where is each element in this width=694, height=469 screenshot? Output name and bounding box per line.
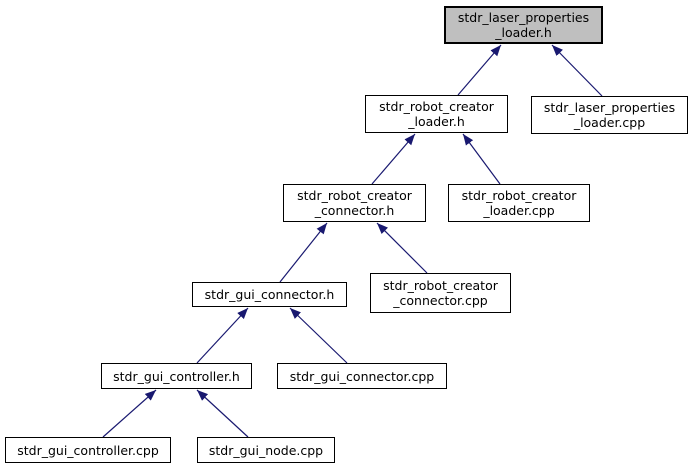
graph-node-stdr_robot_creator_loader_cpp[interactable]: stdr_robot_creator_loader.cpp bbox=[448, 184, 590, 222]
graph-node-label: _connector.h bbox=[314, 203, 395, 218]
include-edge-stdr_robot_creator_connector_cpp-to-stdr_robot_creator_connector_h bbox=[376, 222, 428, 274]
include-edge-stdr_gui_node_cpp-to-stdr_gui_controller_h bbox=[196, 389, 249, 438]
graph-node-label: stdr_gui_connector.cpp bbox=[289, 368, 435, 384]
graph-node-stdr_gui_controller_h[interactable]: stdr_gui_controller.h bbox=[101, 363, 252, 389]
graph-node-stdr_robot_creator_connector_cpp[interactable]: stdr_robot_creator_connector.cpp bbox=[370, 273, 511, 313]
graph-node-label: stdr_gui_controller.h bbox=[113, 368, 240, 384]
graph-node-label: _loader.cpp bbox=[573, 115, 646, 130]
graph-node-label: stdr_robot_creator bbox=[383, 278, 498, 293]
graph-node-stdr_laser_properties_loader_cpp[interactable]: stdr_laser_properties_loader.cpp bbox=[531, 96, 688, 134]
graph-node-label: stdr_gui_connector.h bbox=[204, 287, 335, 302]
graph-node-label: stdr_gui_controller.cpp bbox=[17, 442, 159, 458]
graph-node-stdr_robot_creator_loader_h[interactable]: stdr_robot_creator_loader.h bbox=[365, 95, 508, 133]
include-edge-stdr_gui_controller_h-to-stdr_gui_connector_h bbox=[196, 307, 249, 364]
graph-node-label: stdr_gui_node.cpp bbox=[208, 442, 324, 458]
graph-node-label: _loader.h bbox=[408, 114, 465, 129]
graph-node-label: _loader.cpp bbox=[483, 203, 555, 218]
include-edge-stdr_gui_connector_h-to-stdr_robot_creator_connector_h bbox=[279, 222, 328, 283]
graph-node-label: stdr_robot_creator bbox=[461, 188, 577, 203]
graph-node-stdr_gui_controller_cpp[interactable]: stdr_gui_controller.cpp bbox=[5, 437, 171, 463]
graph-node-stdr_gui_node_cpp[interactable]: stdr_gui_node.cpp bbox=[197, 437, 335, 463]
graph-node-label: _connector.cpp bbox=[393, 293, 488, 308]
graph-node-label: stdr_robot_creator bbox=[297, 188, 412, 203]
include-edge-stdr_robot_creator_loader_h-to-stdr_laser_properties_loader_h bbox=[457, 44, 502, 96]
graph-node-stdr_gui_connector_cpp[interactable]: stdr_gui_connector.cpp bbox=[277, 363, 447, 389]
graph-node-label: stdr_robot_creator bbox=[379, 99, 494, 114]
include-edge-stdr_robot_creator_connector_h-to-stdr_robot_creator_loader_h bbox=[371, 133, 416, 185]
graph-node-label: stdr_laser_properties bbox=[543, 100, 676, 115]
graph-node-stdr_gui_connector_h[interactable]: stdr_gui_connector.h bbox=[192, 282, 347, 307]
include-edge-stdr_robot_creator_loader_cpp-to-stdr_robot_creator_loader_h bbox=[462, 133, 501, 185]
include-edge-stdr_gui_controller_cpp-to-stdr_gui_controller_h bbox=[102, 389, 157, 438]
graph-node-label: _loader.h bbox=[495, 25, 552, 40]
graph-node-label: stdr_laser_properties bbox=[457, 10, 590, 25]
include-edge-stdr_laser_properties_loader_cpp-to-stdr_laser_properties_loader_h bbox=[551, 44, 603, 97]
graph-node-stdr_robot_creator_connector_h[interactable]: stdr_robot_creator_connector.h bbox=[283, 184, 426, 222]
graph-node-stdr_laser_properties_loader_h: stdr_laser_properties_loader.h bbox=[444, 6, 603, 44]
include-edge-stdr_gui_connector_cpp-to-stdr_gui_connector_h bbox=[289, 307, 348, 364]
